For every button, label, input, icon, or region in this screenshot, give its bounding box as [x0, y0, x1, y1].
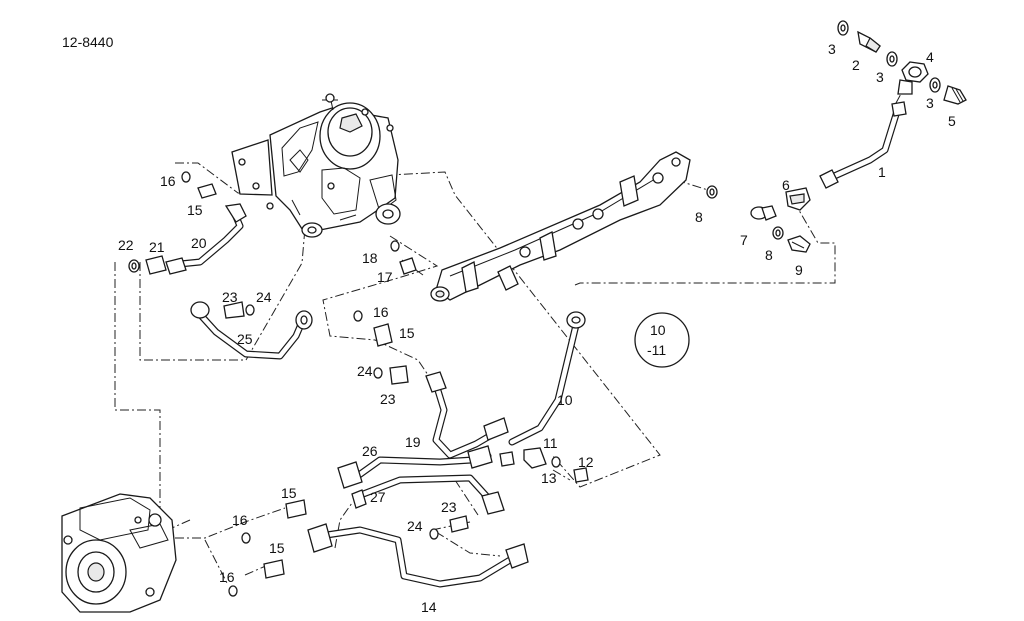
- callout-21: 21: [149, 239, 165, 255]
- note-reference-circle: 10 -11: [634, 312, 690, 368]
- pipe-19-and-10: [425, 311, 586, 459]
- callout-3: 3: [828, 41, 836, 57]
- callout-24: 24: [407, 518, 423, 534]
- center-connectors: [353, 240, 417, 385]
- note-ref-top: 10: [650, 322, 666, 338]
- callout-20: 20: [191, 235, 207, 251]
- note-ref-bottom: -11: [647, 342, 666, 358]
- callout-19: 19: [405, 434, 421, 450]
- callout-8: 8: [695, 209, 703, 225]
- leader-lines: [114, 89, 904, 586]
- callout-8: 8: [765, 247, 773, 263]
- callout-16: 16: [160, 173, 176, 189]
- pipe-1: [819, 101, 907, 189]
- feed-pipe-group: [128, 171, 247, 275]
- callout-26: 26: [362, 443, 378, 459]
- callout-9: 9: [795, 262, 803, 278]
- tee-fitting-group: [706, 185, 811, 253]
- callout-24: 24: [256, 289, 272, 305]
- callout-25: 25: [237, 331, 253, 347]
- callout-15: 15: [187, 202, 203, 218]
- fitting-11-13-12: [523, 447, 589, 483]
- callout-15: 15: [269, 540, 285, 556]
- high-pressure-pump: [61, 493, 177, 613]
- callout-1: 1: [878, 164, 886, 180]
- callout-16: 16: [232, 512, 248, 528]
- callout-3: 3: [876, 69, 884, 85]
- banjo-fitting-group: [837, 20, 967, 105]
- callout-27: 27: [370, 489, 386, 505]
- callout-16: 16: [373, 304, 389, 320]
- callout-16: 16: [219, 569, 235, 585]
- callout-14: 14: [421, 599, 437, 615]
- callout-24: 24: [357, 363, 373, 379]
- callout-13: 13: [541, 470, 557, 486]
- fuel-rail: [430, 151, 691, 302]
- callout-15: 15: [399, 325, 415, 341]
- callout-22: 22: [118, 237, 134, 253]
- callout-23: 23: [222, 289, 238, 305]
- callout-4: 4: [926, 49, 934, 65]
- callout-17: 17: [377, 269, 393, 285]
- callout-23: 23: [380, 391, 396, 407]
- callout-7: 7: [740, 232, 748, 248]
- pipe-26-and-14: [307, 445, 529, 588]
- callout-12: 12: [578, 454, 594, 470]
- drawing-reference: 12-8440: [62, 34, 114, 50]
- callout-18: 18: [362, 250, 378, 266]
- callout-6: 6: [782, 177, 790, 193]
- callout-5: 5: [948, 113, 956, 129]
- callout-labels: 1 2 3 3 4 3 5 6 7 8 8 9 10 11 12 13 14 1…: [118, 41, 956, 615]
- callout-23: 23: [441, 499, 457, 515]
- callout-10: 10: [557, 392, 573, 408]
- callout-2: 2: [852, 57, 860, 73]
- pump-filter-assembly: [231, 93, 401, 238]
- callout-15: 15: [281, 485, 297, 501]
- callout-3: 3: [926, 95, 934, 111]
- callout-11: 11: [543, 435, 558, 451]
- return-pipe-25: [190, 301, 313, 360]
- lower-connectors: [228, 489, 469, 597]
